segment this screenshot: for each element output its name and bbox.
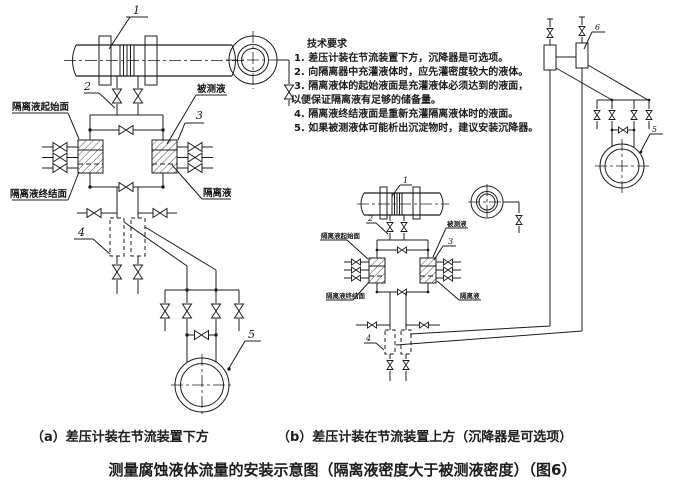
diagram-a: 1 2 3 4 5 隔离液起始面 隔离液终结面 被测液 隔离液: [10, 4, 294, 416]
caption-a: （a）差压计装在节流装置下方: [31, 430, 209, 445]
isolation-pots-6-b: [543, 16, 649, 101]
label-iso-b: 隔离液: [460, 291, 480, 300]
label-iso-start-b: 隔离液起始面: [321, 231, 361, 240]
dp-gauge-a: [171, 354, 233, 416]
sediment-branch-b: [356, 292, 440, 381]
label-iso-a: 隔离液: [203, 187, 232, 199]
orifice-plate-a: [119, 45, 135, 76]
gauge-manifold-b: [593, 98, 653, 147]
tech-note-line: 3. 隔离液体的起始液面是充灌液体必须达到的液面，: [294, 81, 529, 92]
pipe-cross-section-a: [226, 31, 294, 106]
manifold-loop-b: [375, 239, 430, 296]
labels-a: 1 2 3 4 5 隔离液起始面 隔离液终结面 被测液 隔离液: [10, 4, 261, 371]
callout-1-a: 1: [133, 4, 140, 17]
tech-note-line: 以便保证隔离液有足够的储备量。: [291, 95, 441, 106]
orifice-plate-b: [391, 193, 403, 215]
sediment-pot-right-a: [130, 217, 146, 257]
impulse-taps-a: [112, 76, 143, 115]
callout-5-b: 5: [652, 125, 657, 134]
orifice-pipe-b: [357, 186, 449, 220]
isolation-vessel-right-a: [151, 139, 178, 174]
callout-5-a: 5: [248, 328, 255, 341]
callout-3-a: 3: [196, 109, 203, 122]
gauge-manifold-a: [160, 288, 244, 362]
tech-notes: 技术要求 1. 差压计装在节流装置下方，沉降器是可选项。 2. 向隔离器中充灌液…: [291, 38, 571, 136]
pipe-cross-section-b: [468, 184, 523, 233]
vessel-side-valves-a: [42, 142, 213, 173]
callout-2-b: 2: [367, 214, 373, 223]
tech-note-line: 5. 如果被测液体可能析出沉淀物时，建议安装沉降器。: [294, 123, 539, 134]
tech-notes-title: 技术要求: [307, 39, 347, 50]
label-iso-start-a: 隔离液起始面: [12, 101, 70, 113]
caption-main: 测量腐蚀液体流量的安装示意图（隔离液密度大于被测液密度）（图6）: [108, 461, 577, 479]
caption-b: （b）差压计装在节流装置上方（沉降器是可选项）: [277, 430, 573, 445]
impulse-lines-b: [395, 68, 583, 346]
callout-2-a: 2: [83, 80, 91, 93]
callout-3-b: 3: [448, 237, 453, 246]
sediment-pot-right-b: [400, 329, 412, 355]
sediment-pot-left-b: [384, 329, 396, 355]
tech-note-line: 4. 隔离液终结液面是重新充灌隔离液体时的液面。: [294, 109, 519, 120]
dp-gauge-b: [595, 139, 649, 193]
label-measured-a: 被测液: [197, 83, 226, 95]
label-iso-end-a: 隔离液终结面: [10, 188, 68, 200]
callout-6-b: 6: [595, 23, 600, 32]
sediment-pot-left-a: [109, 217, 125, 257]
tech-note-line: 1. 差压计装在节流装置下方，沉降器是可选项。: [294, 53, 509, 64]
isolation-vessel-left-a: [77, 139, 104, 174]
labels-b: 1 2 3 4 5 6 隔离液起始面 隔离液终结面 被测液 隔离液: [320, 23, 663, 351]
manifold-loop-a: [88, 114, 165, 192]
vessel-side-valves-b: [344, 258, 461, 282]
callout-1-b: 1: [403, 176, 408, 185]
sediment-branch-a: [77, 187, 177, 294]
callout-4-b: 4: [365, 334, 371, 343]
orifice-pipe-a: [64, 35, 245, 86]
impulse-diagonals-a: [123, 221, 217, 290]
diagram-b: 1 2 3 4 5 6 隔离液起始面 隔离液终结面 被测液 隔离液: [320, 16, 663, 381]
isolation-vessel-right-b: [419, 257, 437, 284]
isolation-vessel-left-b: [368, 257, 386, 284]
tech-note-line: 2. 向隔离器中充灌液体时，应先灌密度较大的液体。: [294, 67, 529, 78]
label-measured-b: 被测液: [447, 219, 467, 228]
impulse-taps-b: [386, 215, 408, 240]
vent-valve-icon: [515, 215, 523, 225]
callout-4-a: 4: [77, 226, 85, 239]
label-iso-end-b: 隔离液终结面: [326, 291, 366, 300]
